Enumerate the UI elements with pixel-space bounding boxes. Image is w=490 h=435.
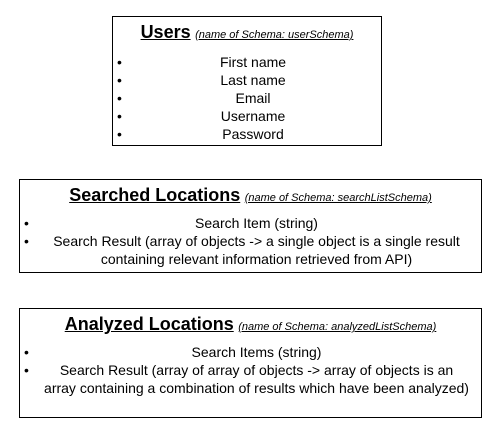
field-list: •First name •Last name •Email •Username … <box>113 53 381 143</box>
schema-name-note: (name of Schema: searchListSchema) <box>244 192 432 204</box>
field-item: • First name <box>113 53 381 71</box>
field-label: Email <box>235 90 271 106</box>
analyzed-locations-schema-box: Analyzed Locations (name of Schema: anal… <box>19 308 482 418</box>
bullet-icon: • <box>117 108 122 124</box>
field-item: • Last name <box>113 71 381 89</box>
field-item: • Password <box>113 125 381 143</box>
bullet-icon: • <box>117 90 122 106</box>
field-label: Search Items (string) <box>191 344 322 360</box>
field-item: • Search Items (string) <box>20 343 481 361</box>
field-label: First name <box>219 54 287 70</box>
bullet-icon: • <box>117 72 122 88</box>
field-list: • Search Item (string) • Search Result (ar… <box>20 214 481 268</box>
bullet-icon: • <box>24 215 29 231</box>
field-item: • Email <box>113 89 381 107</box>
schema-header: Searched Locations (name of Schema: sear… <box>20 185 481 208</box>
users-schema-box: Users (name of Schema: userSchema) • Firs… <box>112 16 382 146</box>
field-list: • Search Items (string) • Search Result (a… <box>20 343 481 397</box>
schema-header: Users (name of Schema: userSchema) <box>113 22 381 45</box>
bullet-icon: • <box>24 233 29 249</box>
field-label: Search Item (string) <box>195 215 318 231</box>
field-label: Last name <box>220 72 286 88</box>
schema-name-note: (name of Schema: userSchema) <box>195 29 354 41</box>
field-item: • Search Result (array of array of object… <box>20 361 481 397</box>
schema-name-note: (name of Schema: analyzedListSchema) <box>238 321 437 333</box>
bullet-icon: • <box>117 54 122 70</box>
bullet-icon: • <box>24 344 29 360</box>
bullet-icon: • <box>24 362 29 378</box>
field-item: • Username <box>113 107 381 125</box>
schema-title: Users <box>140 22 191 42</box>
field-label: Search Result (array of objects -> a sin… <box>53 233 460 267</box>
field-label: Password <box>222 126 284 142</box>
schema-header: Analyzed Locations (name of Schema: anal… <box>20 314 481 337</box>
field-item: • Search Item (string) <box>20 214 481 232</box>
field-item: • Search Result (array of objects -> a si… <box>20 232 481 268</box>
field-label: Search Result (array of array of objects… <box>44 362 469 396</box>
searched-locations-schema-box: Searched Locations (name of Schema: sear… <box>19 179 482 273</box>
schema-title: Searched Locations <box>69 185 241 205</box>
schema-title: Analyzed Locations <box>64 314 234 334</box>
bullet-icon: • <box>117 126 122 142</box>
field-label: Username <box>220 108 286 124</box>
